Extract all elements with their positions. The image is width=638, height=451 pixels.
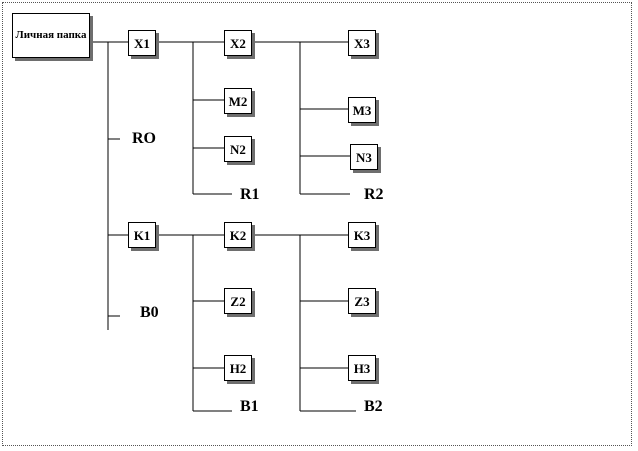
node-k1: K1 — [128, 222, 156, 248]
node-h3: H3 — [348, 355, 376, 381]
node-x1-label: X1 — [134, 35, 150, 51]
node-k3: K3 — [348, 222, 376, 248]
node-h2-label: H2 — [229, 360, 247, 376]
node-m3-label: M3 — [352, 102, 372, 118]
label-b2: B2 — [364, 398, 383, 415]
node-m2: M2 — [224, 88, 252, 114]
label-r2: R2 — [364, 186, 384, 203]
root-node-label: Личная папка — [15, 29, 87, 42]
node-z2-label: Z2 — [230, 293, 246, 309]
node-z3: Z3 — [348, 288, 376, 314]
node-h2: H2 — [224, 355, 252, 381]
label-r1: R1 — [240, 186, 260, 203]
label-b1: B1 — [240, 398, 259, 415]
node-z3-label: Z3 — [354, 293, 370, 309]
node-n3: N3 — [350, 144, 378, 170]
label-b0: B0 — [140, 304, 159, 321]
node-k3-label: K3 — [353, 227, 371, 243]
node-x3: X3 — [348, 30, 376, 56]
node-x3-label: X3 — [354, 35, 370, 51]
diagram-frame — [2, 2, 632, 446]
node-x1: X1 — [128, 30, 156, 56]
node-k1-label: K1 — [133, 227, 151, 243]
node-n3-label: N3 — [356, 149, 372, 165]
node-n2: N2 — [224, 136, 252, 162]
node-n2-label: N2 — [230, 141, 246, 157]
root-node-personal-folder: Личная папка — [12, 13, 90, 58]
label-ro: RO — [132, 130, 156, 147]
node-x2-label: X2 — [230, 35, 246, 51]
node-h3-label: H3 — [353, 360, 371, 376]
node-z2: Z2 — [224, 288, 252, 314]
node-m2-label: M2 — [228, 93, 248, 109]
node-k2-label: K2 — [229, 227, 247, 243]
node-m3: M3 — [348, 97, 376, 123]
node-k2: K2 — [224, 222, 252, 248]
node-x2: X2 — [224, 30, 252, 56]
